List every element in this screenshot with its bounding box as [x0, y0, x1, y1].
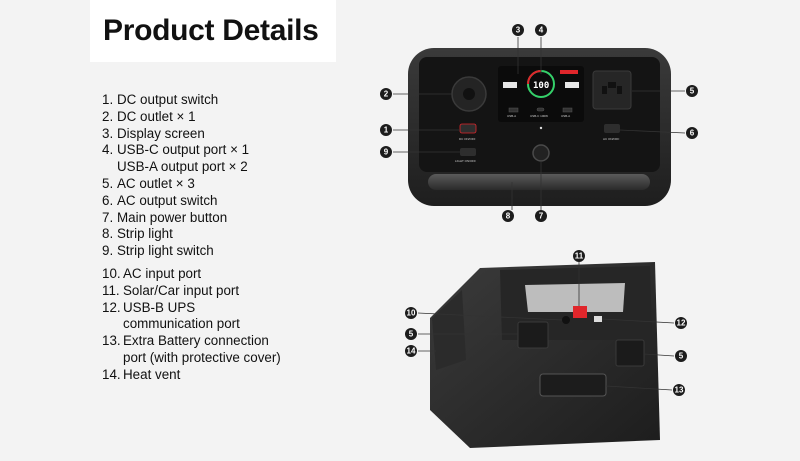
usb-c-label: USB-C 100W [530, 114, 548, 118]
main-power-button [533, 145, 549, 161]
ac-switch-label: AC ON/OFF [603, 137, 620, 141]
callout-7: 7 [535, 210, 547, 222]
callout-3: 3 [512, 24, 524, 36]
callout-6: 6 [686, 127, 698, 139]
callout-12: 12 [675, 317, 687, 329]
usb-a-label-2: USB-A [561, 114, 570, 118]
display-left-readout [503, 82, 517, 88]
strip-light-switch [460, 148, 476, 156]
extra-battery-port-cover [540, 374, 606, 396]
ac-outlet-back-left [518, 322, 548, 348]
ac-outlet-socket [617, 86, 622, 94]
callout-11: 11 [573, 250, 585, 262]
ac-input-port [562, 316, 570, 324]
ac-outlet-socket [608, 82, 616, 88]
callout-1: 1 [380, 124, 392, 136]
ac-outlet-front [593, 71, 631, 109]
svg-text:12: 12 [677, 319, 686, 328]
svg-text:14: 14 [407, 347, 416, 356]
callout-10: 10 [405, 307, 417, 319]
ac-output-switch [604, 124, 620, 133]
svg-text:5: 5 [409, 330, 414, 339]
panel-dot [540, 127, 542, 129]
callout-8: 8 [502, 210, 514, 222]
usb-c-port [537, 108, 544, 111]
light-switch-label: LIGHT ON/OFF [455, 159, 476, 163]
front-view: DC ON/OFF LIGHT ON/OFF 100 USB-A USB-C 1… [408, 48, 671, 206]
display-right-readout [565, 82, 579, 88]
callout-9: 9 [380, 146, 392, 158]
svg-text:9: 9 [384, 148, 389, 157]
solar-car-input-port [573, 306, 587, 318]
usb-a-port-2 [563, 108, 572, 112]
display-indicator [560, 70, 578, 74]
svg-text:3: 3 [516, 26, 521, 35]
dc-output-switch [460, 124, 476, 133]
callout-14: 14 [405, 345, 417, 357]
svg-text:1: 1 [384, 126, 389, 135]
svg-text:4: 4 [539, 26, 544, 35]
svg-text:10: 10 [407, 309, 416, 318]
svg-text:5: 5 [679, 352, 684, 361]
callout-5-front: 5 [686, 85, 698, 97]
back-view [430, 262, 660, 448]
ac-outlet-back-right [616, 340, 644, 366]
usb-a-label-1: USB-A [507, 114, 516, 118]
callout-5-back-right: 5 [675, 350, 687, 362]
svg-text:6: 6 [690, 129, 695, 138]
dc-outlet-hole [463, 88, 475, 100]
usb-a-port-1 [509, 108, 518, 112]
svg-text:8: 8 [506, 212, 511, 221]
display-value: 100 [533, 81, 549, 91]
strip-light [428, 174, 650, 190]
callout-13: 13 [673, 384, 685, 396]
svg-text:2: 2 [384, 90, 389, 99]
callout-4: 4 [535, 24, 547, 36]
callout-2: 2 [380, 88, 392, 100]
usb-b-ups-port [594, 316, 602, 322]
svg-text:7: 7 [539, 212, 544, 221]
svg-text:11: 11 [575, 252, 584, 261]
callout-5-back-left: 5 [405, 328, 417, 340]
svg-text:5: 5 [690, 87, 695, 96]
dc-switch-label: DC ON/OFF [459, 137, 476, 141]
svg-text:13: 13 [675, 386, 684, 395]
ac-outlet-socket [602, 86, 607, 94]
